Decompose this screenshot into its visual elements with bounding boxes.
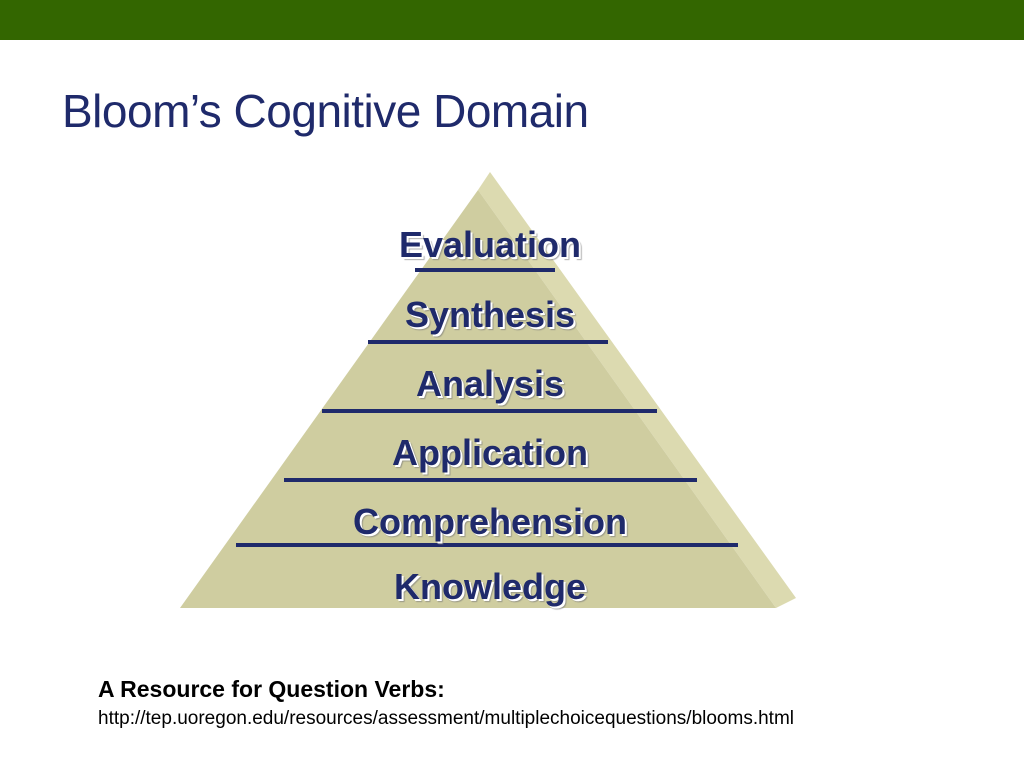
resource-label: A Resource for Question Verbs: <box>98 676 445 702</box>
tier-label-comprehension: Comprehension <box>352 501 628 542</box>
tier-label-application: Application <box>392 432 588 473</box>
pyramid-front-face <box>180 190 776 608</box>
resource-link[interactable]: http://tep.uoregon.edu/resources/assessm… <box>98 708 794 729</box>
tier-label-analysis: Analysis <box>415 363 565 404</box>
tier-label-evaluation: Evaluation <box>398 224 582 265</box>
top-accent-bar <box>0 0 1024 40</box>
slide-title: Bloom’s Cognitive Domain <box>62 85 589 137</box>
tier-dividers <box>236 268 738 547</box>
tier-label-synthesis: Synthesis <box>404 294 576 335</box>
pyramid-side-face <box>478 172 796 608</box>
tier-label-knowledge: Knowledge <box>393 566 586 607</box>
